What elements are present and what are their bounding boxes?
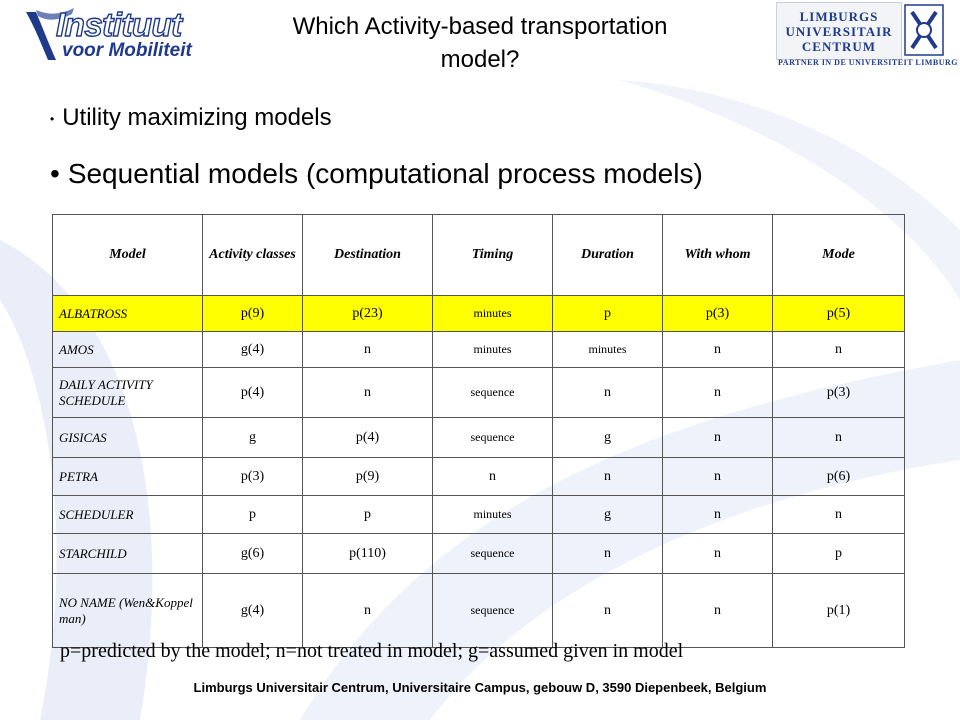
logo-left-line2: voor Mobiliteit	[62, 40, 192, 61]
cell-duration: minutes	[552, 331, 663, 368]
luc-logo-line2: UNIVERSITAIR	[785, 23, 893, 39]
cell-destination: n	[302, 331, 433, 368]
title-line2: model?	[440, 46, 520, 73]
luc-logo-line1: LIMBURGS	[799, 8, 879, 24]
cell-activity: g(4)	[202, 331, 303, 368]
bullet-sequential-models: •Sequential models (computational proces…	[50, 158, 703, 190]
logo-left-line1: Instituut	[55, 5, 183, 43]
cell-model: PETRA	[52, 457, 203, 496]
header-with-whom: With whom	[662, 214, 773, 296]
cell-mode: p(6)	[772, 457, 905, 496]
cell-duration: g	[552, 495, 663, 534]
cell-timing: minutes	[432, 495, 553, 534]
cell-with-whom: n	[662, 457, 773, 496]
header-activity-classes: Activity classes	[202, 214, 303, 296]
cell-destination: p(110)	[302, 533, 433, 574]
cell-activity: p(9)	[202, 295, 303, 332]
cell-activity: g(6)	[202, 533, 303, 574]
cell-destination: p(4)	[302, 417, 433, 458]
cell-with-whom: p(3)	[662, 295, 773, 332]
bullet-dot-icon: •	[50, 158, 60, 189]
header-timing: Timing	[432, 214, 553, 296]
instituut-voor-mobiliteit-logo: Instituut voor Mobiliteit	[22, 5, 192, 64]
cell-timing: sequence	[432, 533, 553, 574]
table-row: GISICAS g p(4) sequence g n n	[52, 417, 905, 458]
bullet-text: Utility maximizing models	[62, 104, 332, 131]
cell-timing: n	[432, 457, 553, 496]
cell-mode: n	[772, 417, 905, 458]
luc-logo-line3: CENTRUM	[801, 38, 877, 54]
cell-mode: n	[772, 331, 905, 368]
cell-with-whom: n	[662, 417, 773, 458]
cell-model: ALBATROSS	[52, 295, 203, 332]
cell-destination: n	[302, 573, 433, 648]
cell-timing: minutes	[432, 331, 553, 368]
cell-destination: p(23)	[302, 295, 433, 332]
cell-model: DAILY ACTIVITY SCHEDULE	[52, 367, 203, 418]
cell-mode: p(5)	[772, 295, 905, 332]
cell-duration: n	[552, 533, 663, 574]
cell-model: NO NAME (Wen&Koppel man)	[52, 573, 203, 648]
cell-mode: n	[772, 495, 905, 534]
cell-model: GISICAS	[52, 417, 203, 458]
cell-duration: n	[552, 573, 663, 648]
table-row: NO NAME (Wen&Koppel man) g(4) n sequence…	[52, 573, 905, 648]
cell-activity: g	[202, 417, 303, 458]
luc-logo-text-block: LIMBURGS UNIVERSITAIR CENTRUM	[776, 2, 902, 60]
logo-swoosh-icon	[26, 8, 74, 60]
cell-with-whom: n	[662, 573, 773, 648]
table-row: SCHEDULER p p minutes g n n	[52, 495, 905, 534]
header-mode: Mode	[772, 214, 905, 296]
bullet-dot-icon: •	[50, 111, 55, 126]
cell-duration: g	[552, 417, 663, 458]
cell-activity: g(4)	[202, 573, 303, 648]
cell-timing: sequence	[432, 417, 553, 458]
table-row: ALBATROSS p(9) p(23) minutes p p(3) p(5)	[52, 295, 905, 332]
cell-mode: p	[772, 533, 905, 574]
cell-destination: p	[302, 495, 433, 534]
cell-destination: n	[302, 367, 433, 418]
luc-logo: LIMBURGS UNIVERSITAIR CENTRUM PARTNER IN…	[776, 2, 958, 70]
cell-activity: p	[202, 495, 303, 534]
title-line1: Which Activity-based transportation	[292, 13, 668, 40]
slide-title: Which Activity-based transportation mode…	[200, 10, 760, 76]
cell-model: AMOS	[52, 331, 203, 368]
header-duration: Duration	[552, 214, 663, 296]
cell-mode: p(3)	[772, 367, 905, 418]
cell-timing: sequence	[432, 573, 553, 648]
cell-duration: n	[552, 457, 663, 496]
table-row: STARCHILD g(6) p(110) sequence n n p	[52, 533, 905, 574]
bullet-utility-models: • Utility maximizing models	[50, 104, 332, 132]
cell-activity: p(3)	[202, 457, 303, 496]
header-destination: Destination	[302, 214, 433, 296]
cell-with-whom: n	[662, 367, 773, 418]
cell-activity: p(4)	[202, 367, 303, 418]
table-row: DAILY ACTIVITY SCHEDULE p(4) n sequence …	[52, 367, 905, 418]
table-row: AMOS g(4) n minutes minutes n n	[52, 331, 905, 368]
header-model: Model	[52, 214, 203, 296]
cell-with-whom: n	[662, 533, 773, 574]
models-comparison-table: Model Activity classes Destination Timin…	[52, 214, 905, 648]
cell-model: SCHEDULER	[52, 495, 203, 534]
cell-timing: sequence	[432, 367, 553, 418]
legend-footnote: p=predicted by the model; n=not treated …	[60, 640, 684, 662]
luc-partner-text: PARTNER IN DE UNIVERSITEIT LIMBURG	[778, 58, 959, 67]
cell-timing: minutes	[432, 295, 553, 332]
table-row: PETRA p(3) p(9) n n n p(6)	[52, 457, 905, 496]
cell-mode: p(1)	[772, 573, 905, 648]
luc-emblem-icon	[904, 4, 944, 56]
cell-duration: p	[552, 295, 663, 332]
cell-duration: n	[552, 367, 663, 418]
cell-with-whom: n	[662, 495, 773, 534]
cell-model: STARCHILD	[52, 533, 203, 574]
footer-address: Limburgs Universitair Centrum, Universit…	[193, 680, 767, 695]
cell-with-whom: n	[662, 331, 773, 368]
table-header-row: Model Activity classes Destination Timin…	[52, 214, 905, 296]
cell-destination: p(9)	[302, 457, 433, 496]
bullet-text: Sequential models (computational process…	[67, 158, 703, 189]
